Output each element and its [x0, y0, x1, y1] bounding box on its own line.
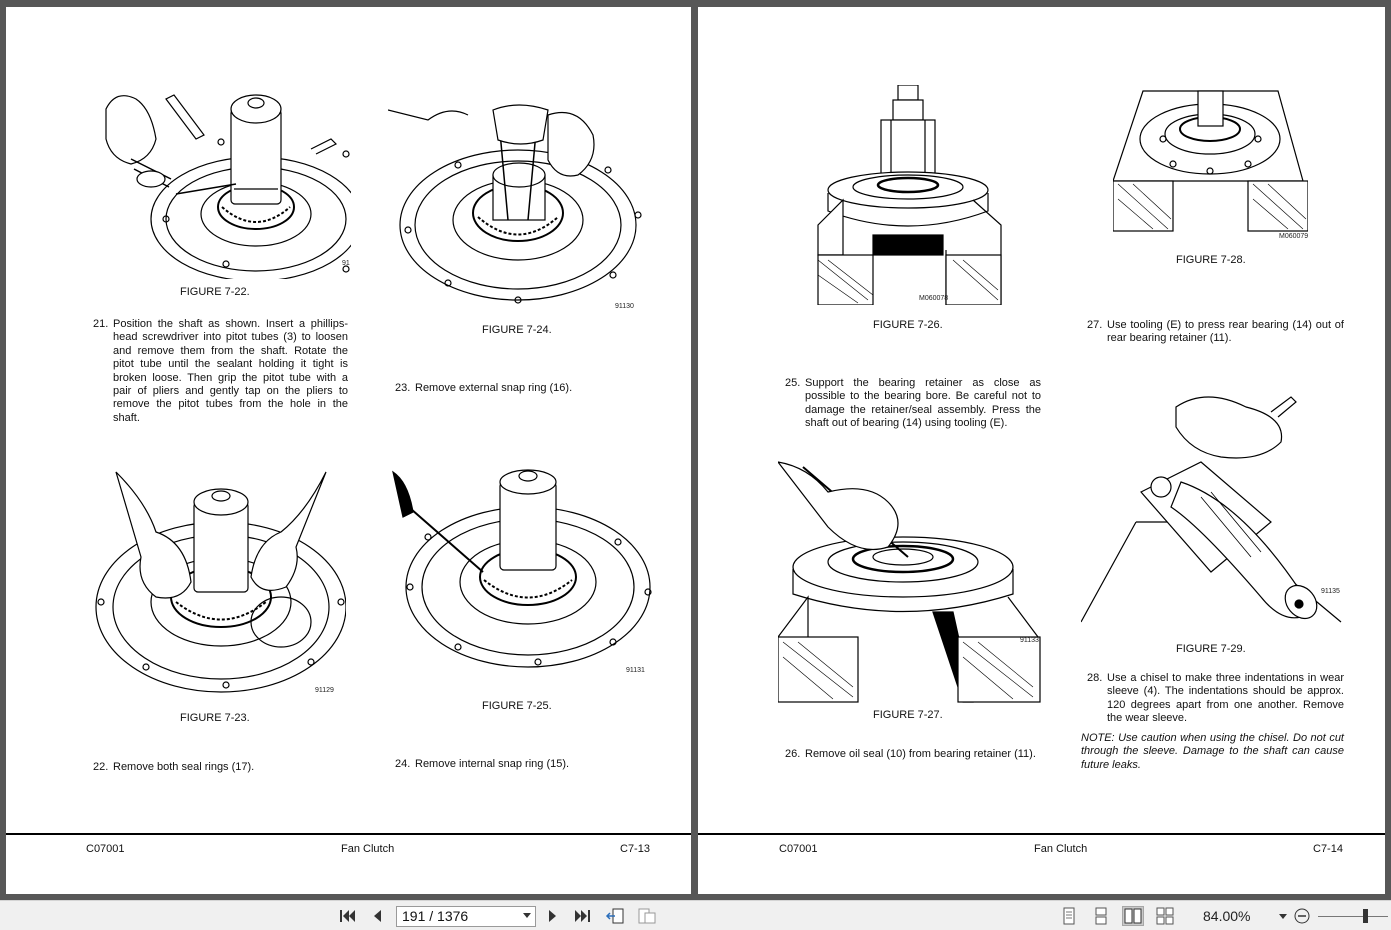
figure-7-26-illustration [813, 85, 1013, 305]
figure-7-23-illustration [86, 462, 346, 697]
page-indicator: 191 / 1376 [402, 908, 469, 924]
single-page-icon[interactable] [1058, 906, 1080, 926]
step-27: 27.Use tooling (E) to press rear bearing… [1087, 319, 1344, 345]
figure-7-24-number: 91130 [615, 303, 634, 310]
continuous-facing-icon[interactable] [1154, 906, 1176, 926]
last-page-icon[interactable] [572, 906, 594, 926]
figure-7-28-caption: FIGURE 7-28. [1176, 254, 1246, 266]
caution-note: NOTE: Use caution when using the chisel.… [1081, 732, 1344, 771]
figure-7-22-number: 91 [342, 260, 350, 267]
figure-7-23-caption: FIGURE 7-23. [180, 712, 250, 724]
figure-7-26-caption: FIGURE 7-26. [873, 319, 943, 331]
step-21: 21.Position the shaft as shown. Insert a… [93, 318, 348, 424]
zoom-slider-track[interactable] [1318, 916, 1388, 917]
figure-7-25-illustration [388, 462, 653, 672]
chevron-down-icon[interactable] [523, 913, 531, 918]
figure-7-22-caption: FIGURE 7-22. [180, 286, 250, 298]
figure-7-29-caption: FIGURE 7-29. [1176, 643, 1246, 655]
footer-title: Fan Clutch [341, 843, 395, 855]
figure-7-27-caption: FIGURE 7-27. [873, 709, 943, 721]
footer-code: C07001 [779, 843, 818, 855]
next-view-icon[interactable] [636, 906, 658, 926]
figure-7-24-caption: FIGURE 7-24. [482, 324, 552, 336]
step-25: 25.Support the bearing retainer as close… [785, 377, 1041, 430]
next-page-icon[interactable] [542, 906, 564, 926]
footer-code: C07001 [86, 843, 125, 855]
step-22: 22.Remove both seal rings (17). [93, 761, 255, 773]
figure-7-22-illustration [86, 79, 351, 279]
footer-page-number: C7-14 [1313, 843, 1343, 855]
facing-icon[interactable] [1122, 906, 1144, 926]
step-28: 28.Use a chisel to make three indentatio… [1087, 672, 1344, 725]
figure-7-26-number: M060078 [919, 295, 949, 302]
document-viewer[interactable]: 91 FIGURE 7-22. 91130 FIGURE 7-24. 21. [0, 0, 1391, 900]
page-c7-14: M060078 FIGURE 7-26. M060079 FIGURE 7-28… [698, 7, 1385, 894]
zoom-dropdown-icon[interactable] [1279, 914, 1287, 919]
figure-7-27-illustration [778, 457, 1043, 707]
footer-rule [698, 833, 1385, 835]
figure-7-28-number: M060079 [1279, 233, 1309, 240]
figure-7-27-number: 91133 [1020, 637, 1039, 644]
figure-7-29-number: 91135 [1321, 588, 1340, 595]
prev-page-icon[interactable] [366, 906, 388, 926]
continuous-icon[interactable] [1090, 906, 1112, 926]
figure-7-25-number: 91131 [626, 667, 645, 674]
footer-title: Fan Clutch [1034, 843, 1088, 855]
footer-rule [6, 833, 691, 835]
navigation-toolbar: 191 / 1376 84.00% [0, 900, 1391, 930]
page-number-input[interactable]: 191 / 1376 [396, 906, 536, 927]
first-page-icon[interactable] [336, 906, 358, 926]
figure-7-29-illustration [1081, 392, 1344, 627]
step-26: 26.Remove oil seal (10) from bearing ret… [785, 748, 1036, 760]
zoom-out-icon[interactable] [1291, 906, 1313, 926]
figure-7-25-caption: FIGURE 7-25. [482, 700, 552, 712]
zoom-slider-thumb[interactable] [1363, 909, 1368, 923]
step-23: 23.Remove external snap ring (16). [395, 382, 573, 394]
figure-7-28-illustration [1113, 89, 1308, 239]
figure-7-23-number: 91129 [315, 687, 334, 694]
figure-7-24-illustration [388, 95, 653, 305]
step-24: 24.Remove internal snap ring (15). [395, 758, 570, 770]
page-c7-13: 91 FIGURE 7-22. 91130 FIGURE 7-24. 21. [6, 7, 691, 894]
previous-view-icon[interactable] [604, 906, 626, 926]
footer-page-number: C7-13 [620, 843, 650, 855]
zoom-level[interactable]: 84.00% [1203, 908, 1251, 924]
